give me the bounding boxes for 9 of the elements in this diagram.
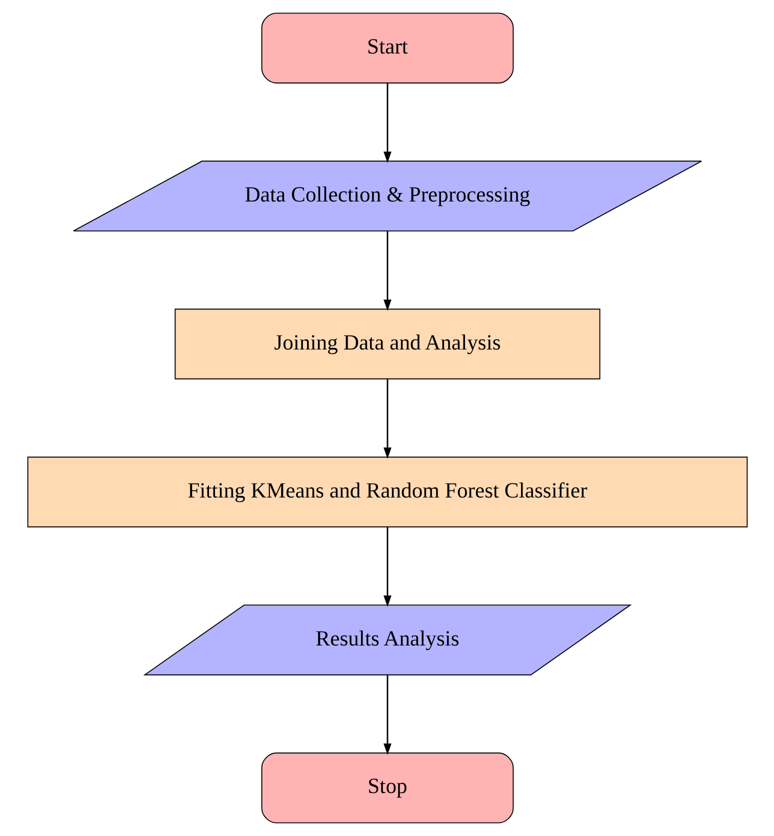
- node-box: Start: [260, 12, 514, 84]
- node-box: Stop: [260, 752, 514, 824]
- arrow: [383, 231, 391, 311]
- node-box: Joining Data and Analysis: [174, 308, 600, 380]
- arrow: [383, 674, 391, 755]
- arrow: [383, 378, 391, 459]
- arrow: [383, 83, 391, 163]
- node-box: Fitting KMeans and Random Forest Classifier: [26, 456, 748, 528]
- arrow: [383, 526, 391, 607]
